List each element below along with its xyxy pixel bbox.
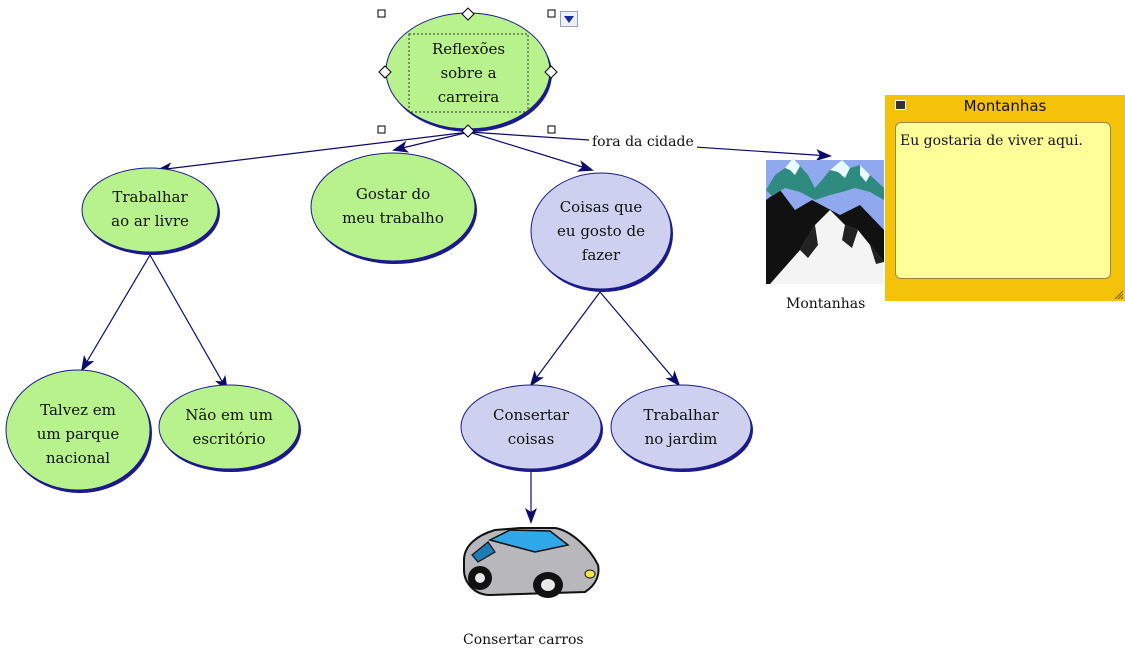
mountains-caption: Montanhas [786, 296, 866, 312]
node-trabalhar-ar-livre[interactable] [81, 167, 219, 253]
link-trabalhar-nao [149, 254, 228, 392]
car-hubcap-rear [475, 573, 485, 583]
link-root-coisas [468, 131, 594, 172]
resize-grip-icon[interactable] [1113, 289, 1123, 299]
node-menu-dropdown-button[interactable] [560, 11, 578, 27]
link-coisas-jardim [599, 291, 681, 387]
node-shapes [5, 12, 753, 493]
handle-bottom-left[interactable] [377, 125, 386, 134]
triangle-down-icon [564, 15, 574, 23]
car-windows [487, 529, 570, 553]
link-root-trabalhar [156, 131, 470, 175]
connection-handle-top[interactable] [461, 7, 475, 21]
link-root-gostar [392, 131, 470, 153]
car-headlight [584, 569, 596, 579]
mountains-snow-front [770, 210, 884, 284]
handle-bottom-right[interactable] [547, 125, 556, 134]
link-coisas-consertar [529, 291, 601, 387]
node-nao-escritorio[interactable] [158, 384, 300, 470]
node-gostar-trabalho[interactable] [310, 152, 476, 262]
handle-top-left[interactable] [377, 9, 386, 18]
node-trabalhar-jardim[interactable] [610, 384, 752, 470]
node-talvez-parque[interactable] [5, 369, 151, 491]
node-coisas-gosto[interactable] [530, 172, 672, 290]
car-caption: Consertar carros [463, 632, 584, 648]
selection-handles[interactable] [377, 7, 558, 138]
car-window-side [471, 541, 496, 563]
node-consertar-coisas[interactable] [460, 384, 602, 470]
car-hubcap-front [541, 579, 555, 591]
note-body[interactable]: Eu gostaria de viver aqui. [895, 122, 1111, 279]
handle-top-right[interactable] [547, 9, 556, 18]
note-panel[interactable]: Montanhas Eu gostaria de viver aqui. [885, 95, 1125, 301]
car-image[interactable] [463, 527, 600, 598]
note-title: Montanhas [963, 97, 1047, 115]
central-node-text-frame [408, 33, 529, 113]
link-label-fora-da-cidade[interactable]: fora da cidade [589, 134, 697, 150]
connectors [80, 131, 832, 524]
mountains-snowcaps-back [785, 158, 870, 182]
mountains-shadow-front [800, 225, 884, 264]
connection-handle-left[interactable] [378, 65, 392, 79]
connection-handle-right[interactable] [544, 65, 558, 79]
connection-handle-bottom[interactable] [461, 124, 475, 138]
mountains-image[interactable] [766, 158, 884, 284]
link-trabalhar-talvez [80, 254, 151, 372]
note-collapse-icon[interactable] [895, 100, 906, 110]
